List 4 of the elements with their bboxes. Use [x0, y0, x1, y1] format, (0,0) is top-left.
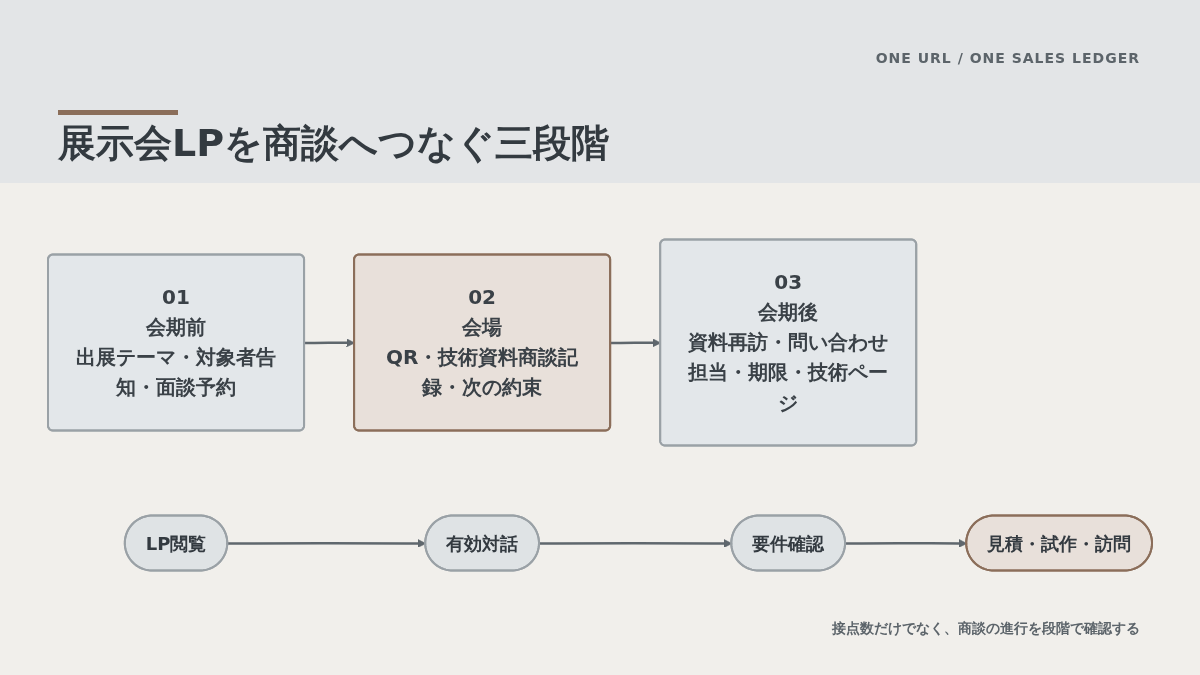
title: 展示会LPを商談へつなぐ三段階	[58, 120, 610, 167]
tagline: ONE URL / ONE SALES LEDGER	[875, 50, 1140, 66]
footnote: 接点数だけでなく、商談の進行を段階で確認する	[832, 620, 1140, 638]
arrow	[304, 338, 355, 348]
